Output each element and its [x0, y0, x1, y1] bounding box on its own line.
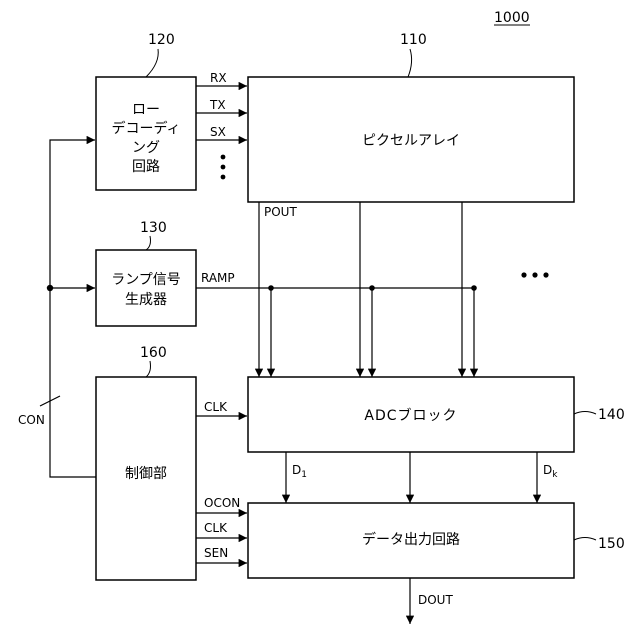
figure-number: 1000	[494, 10, 530, 26]
adc-block-ref: 140	[598, 407, 625, 423]
adc-block-leader	[574, 412, 596, 415]
signal-ocon-label: OCON	[204, 496, 240, 510]
signal-clk-adc-label: CLK	[204, 400, 228, 414]
signal-d1-label: D1	[292, 463, 307, 480]
signal-ramp-label: RAMP	[201, 271, 235, 285]
controller-label: 制御部	[125, 466, 167, 482]
signal-sx-label: SX	[210, 125, 226, 139]
controller-ref: 160	[140, 345, 167, 361]
signal-rx-label: RX	[210, 71, 227, 85]
pixel-array-label: ピクセルアレイ	[362, 133, 460, 149]
row-decoder-label-1: ロー	[132, 102, 160, 118]
data-output-leader	[574, 538, 596, 541]
ellipsis-dot	[543, 272, 548, 277]
ramp-generator-label-2: 生成器	[125, 292, 167, 308]
ramp-generator-ref: 130	[140, 220, 167, 236]
row-decoder-label-3: ング	[132, 140, 160, 156]
signal-con-label: CON	[18, 413, 45, 427]
ellipsis-dot	[221, 165, 226, 170]
ellipsis-dot	[221, 155, 226, 160]
con-junction	[47, 285, 53, 291]
signal-pout-label: POUT	[264, 205, 297, 219]
signal-clk-out-label: CLK	[204, 521, 228, 535]
row-decoder-ref: 120	[148, 32, 175, 48]
con-bus-to-row-decoder	[50, 140, 96, 477]
ramp-generator-block	[96, 250, 196, 326]
row-decoder-leader	[146, 49, 158, 77]
signal-tx-label: TX	[209, 98, 226, 112]
ramp-generator-leader	[146, 236, 151, 250]
pixel-array-ref: 110	[400, 32, 427, 48]
controller-leader	[146, 361, 151, 377]
row-decoder-label-4: 回路	[132, 159, 160, 175]
signal-sen-label: SEN	[204, 546, 228, 560]
ramp-generator-label-1: ランプ信号	[111, 272, 181, 288]
pixel-array-leader	[408, 49, 412, 77]
ellipsis-dot	[221, 175, 226, 180]
signal-dk-label: Dk	[543, 463, 558, 480]
signal-dout-label: DOUT	[418, 593, 453, 607]
adc-block-label: ADCブロック	[364, 407, 457, 424]
data-output-label: データ出力回路	[362, 531, 460, 548]
ellipsis-dot	[521, 272, 526, 277]
data-output-ref: 150	[598, 536, 625, 552]
ellipsis-dot	[532, 272, 537, 277]
row-decoder-label-2: デコーディ	[111, 120, 180, 137]
